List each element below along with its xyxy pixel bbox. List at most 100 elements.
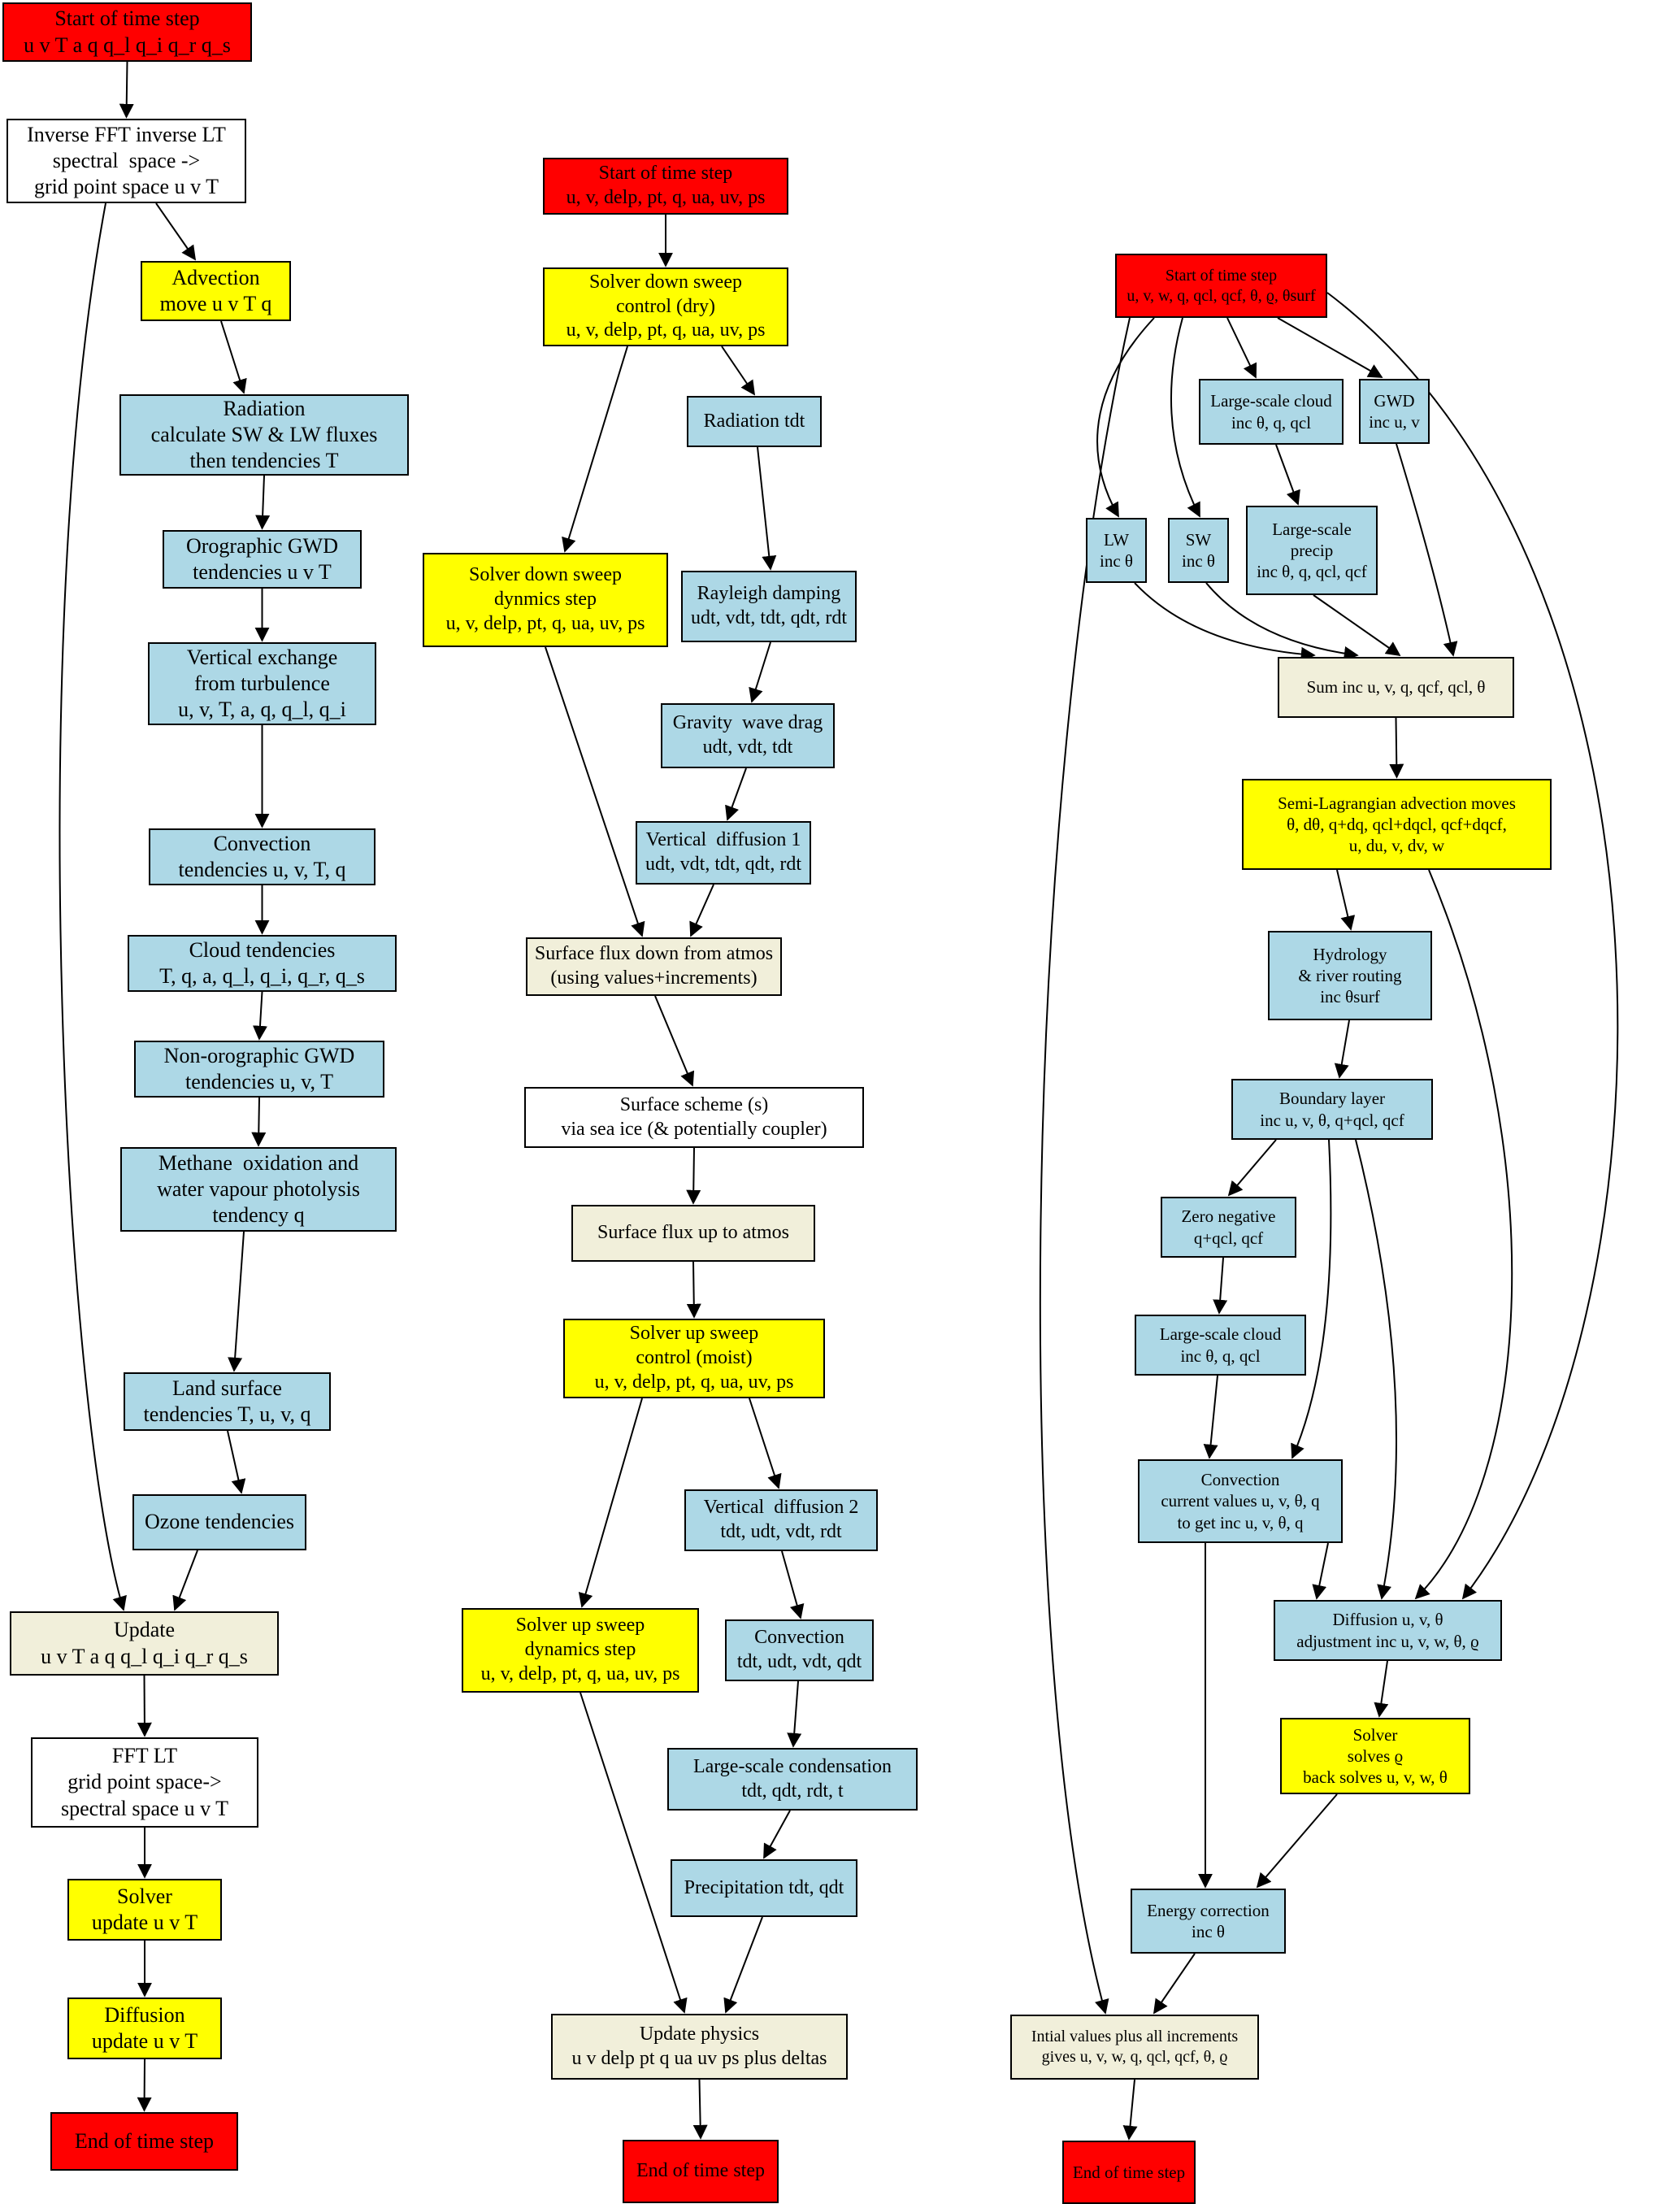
edge-r_boundary-r_conv (1291, 1139, 1332, 1459)
node-m_sfdown: Surface flux down from atmos(using value… (526, 937, 782, 996)
node-line: u v T a q q_l q_i q_r q_s (24, 33, 231, 57)
node-line: Sum inc u, v, q, qcf, qcl, θ (1306, 677, 1486, 698)
node-line: (using values+increments) (550, 967, 758, 989)
edge-m_radtdt-m_rayleigh (757, 446, 777, 571)
node-line: SW (1185, 529, 1212, 550)
edge-m_upd_phys-m_end (692, 2079, 708, 2140)
edge-r_sw-r_sum (1205, 582, 1359, 661)
node-line: Vertical exchange (186, 645, 338, 669)
node-line: tendencies T, u, v, q (143, 1402, 311, 1426)
edge-m_dyn_down-m_sfdown (545, 646, 645, 937)
node-r_end: End of time step (1062, 2141, 1196, 2204)
node-line: inc θ, q, qcl, qcf (1257, 562, 1367, 582)
node-line: adjustment inc u, v, w, θ, ϱ (1296, 1631, 1479, 1651)
node-line: u, v, w, q, qcl, qcf, θ, ϱ, θsurf (1127, 286, 1316, 305)
node-line: udt, vdt, tdt, qdt, rdt (691, 607, 847, 628)
edge-l_land-l_ozone (227, 1430, 246, 1494)
node-line: Advection (171, 265, 260, 289)
node-line: update u v T (91, 2029, 198, 2053)
edge-m_lsc-m_precip (763, 1810, 791, 1859)
node-line: grid point space-> (67, 1770, 222, 1794)
edge-m_scheme-m_sfup (686, 1147, 701, 1205)
node-line: Hydrology (1313, 944, 1387, 964)
edge-l_ifft-l_adv (155, 202, 197, 261)
node-m_lsc: Large-scale condensation tdt, qdt, rdt, t (667, 1748, 918, 1811)
node-line: u, v, T, a, q, q_l, q_i (178, 698, 346, 722)
edge-m_dyn_up-m_upd_phys (580, 1692, 688, 2014)
node-line: Orographic GWD (186, 533, 338, 558)
node-line: & river routing (1298, 965, 1402, 985)
edge-r_zero-r_ls_cloud2 (1213, 1257, 1228, 1315)
node-line: Solver down sweep (469, 564, 622, 586)
node-line: spectral space -> (52, 148, 201, 172)
node-line: water vapour photolysis (157, 1176, 360, 1201)
node-line: Large-scale condensation (692, 1755, 892, 1777)
edge-r_semi-r_hydro (1336, 869, 1356, 931)
node-line: calculate SW & LW fluxes (150, 422, 378, 446)
node-line: inc θ (1100, 551, 1133, 571)
node-line: FFT LT (111, 1744, 178, 1768)
edge-r_ls_cloud-r_precip (1275, 444, 1300, 506)
node-r_sum: Sum inc u, v, q, qcf, qcl, θ (1278, 657, 1514, 718)
node-m_sfup: Surface flux up to atmos (571, 1205, 815, 1262)
node-line: inc θ (1192, 1922, 1225, 1941)
node-line: inc u, v (1369, 412, 1420, 432)
node-line: End of time step (1072, 2162, 1186, 2182)
node-line: u, v, delp, pt, q, ua, uv, ps (566, 320, 766, 341)
edge-m_vd2-m_conv (781, 1550, 805, 1619)
node-line: u v delp pt q ua uv ps plus deltas (571, 2047, 827, 2069)
node-line: Start of time step (598, 163, 733, 185)
node-line: tdt, udt, vdt, rdt (720, 1521, 842, 1542)
edge-r_start-r_sw (1170, 317, 1200, 518)
edge-r_boundary-r_diff (1355, 1139, 1397, 1600)
edge-l_meth-l_land (228, 1231, 245, 1372)
node-m_scheme: Surface scheme (s) via sea ice (& potenti… (524, 1087, 864, 1148)
node-line: via sea ice (& potentially coupler) (561, 1118, 827, 1140)
edge-r_start-r_diff (1326, 292, 1619, 1600)
edge-r_start-r_ls_cloud (1226, 317, 1257, 379)
node-line: Ozone tendencies (144, 1510, 295, 1534)
edge-m_sfup-m_ctrl_moist (686, 1261, 701, 1319)
node-line: tdt, qdt, rdt, t (741, 1780, 844, 1802)
node-line: from turbulence (194, 671, 330, 695)
edge-l_adv-l_rad (220, 320, 247, 394)
node-line: tendencies u, v, T, q (178, 858, 346, 881)
edge-r_conv-r_diff (1312, 1542, 1329, 1600)
node-line: Inverse FFT inverse LT (27, 122, 226, 146)
node-line: solves ϱ (1347, 1745, 1404, 1766)
node-line: Update physics (639, 2023, 760, 2045)
node-line: Surface scheme (s) (619, 1093, 769, 1115)
edge-r_ls_cloud2-r_conv (1203, 1375, 1218, 1459)
node-line: End of time step (74, 2128, 215, 2153)
node-line: Large-scale cloud (1159, 1324, 1282, 1345)
node-line: Non-orographic GWD (163, 1043, 355, 1067)
node-line: Diffusion (104, 2002, 185, 2027)
node-line: LW (1103, 529, 1130, 550)
node-line: Gravity wave drag (672, 712, 823, 734)
edge-l_nonoro-l_meth (251, 1097, 267, 1147)
node-line: u v T a q q_l q_i q_r q_s (41, 1644, 248, 1668)
node-m_radtdt: Radiation tdt (687, 396, 822, 447)
node-line: Large-scale (1272, 519, 1352, 539)
node-line: u, v, delp, pt, q, ua, uv, ps (594, 1371, 794, 1393)
